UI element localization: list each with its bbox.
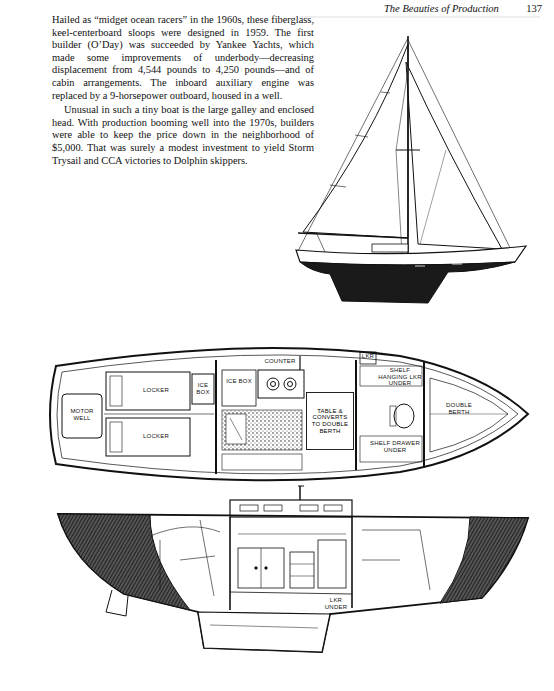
part-label: ICE BOX [192,382,214,395]
part-label: LKR [360,353,376,360]
part-label: SHELF DRAWER UNDER [370,440,420,453]
part-label: MOTOR WELL [64,408,100,421]
part-label: LOCKER [126,433,186,440]
inboard-profile [58,486,528,652]
part-label: LOCKER [126,387,186,394]
part-label: COUNTER [260,358,300,365]
part-label: SHELF HANGING LKR UNDER [378,367,422,387]
node-text: TABLE & CONVERTS TO DOUBLE BERTH [309,408,351,434]
table-box: TABLE & CONVERTS TO DOUBLE BERTH [306,392,354,450]
running-head: The Beauties of Production [384,3,524,15]
text-column: Hailed as “midget ocean racers” in the 1… [52,14,314,167]
accommodation-plan [50,348,528,480]
part-label: LKR UNDER [322,597,350,610]
page-number: 137 [516,3,542,15]
part-label: ICE BOX [224,378,254,385]
sail-plan [296,36,526,303]
part-label: DOUBLE BERTH [438,402,480,415]
body-paragraph: Hailed as “midget ocean racers” in the 1… [52,14,314,102]
body-paragraph: Unusual in such a tiny boat is the large… [52,104,314,167]
